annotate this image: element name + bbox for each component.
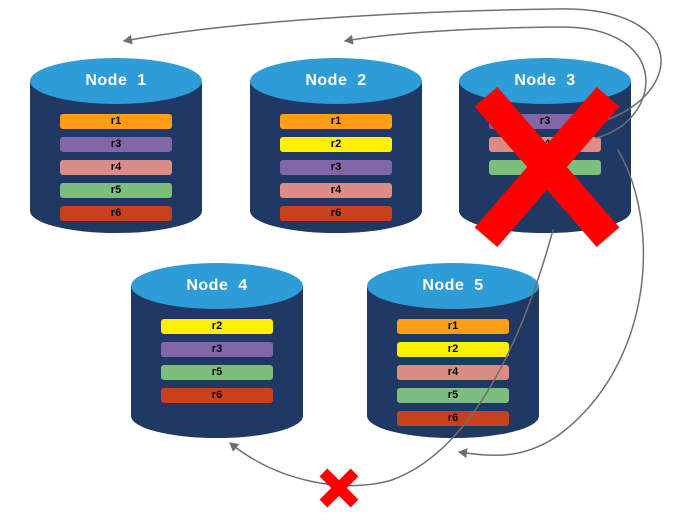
- replica-r6: r6: [280, 206, 392, 221]
- node-4-title: Node 4: [186, 277, 248, 294]
- replica-r3: r3: [161, 342, 273, 357]
- replica-r4: r4: [489, 137, 601, 152]
- replica-r6: r6: [397, 411, 509, 426]
- node-3-replica-list: r3 r4 r5: [489, 114, 601, 175]
- replica-r3: r3: [489, 114, 601, 129]
- replica-r3: r3: [280, 160, 392, 175]
- replica-r1: r1: [280, 114, 392, 129]
- node-4-cylinder-top: Node 4: [131, 263, 303, 309]
- node-5-replica-list: r1 r2 r4 r5 r6: [397, 319, 509, 426]
- replica-r5: r5: [60, 183, 172, 198]
- replica-r6: r6: [60, 206, 172, 221]
- replica-r4: r4: [397, 365, 509, 380]
- replica-r5: r5: [161, 365, 273, 380]
- node-3-cylinder-top: Node 3: [459, 58, 631, 104]
- x-bar: [319, 468, 359, 508]
- node-5: Node 5 r1 r2 r4 r5 r6: [367, 263, 539, 438]
- replica-r1: r1: [60, 114, 172, 129]
- node-1-title: Node 1: [85, 72, 147, 89]
- x-bar: [319, 468, 359, 508]
- node-2-cylinder-top: Node 2: [250, 58, 422, 104]
- node-2-title: Node 2: [305, 72, 367, 89]
- node-4-replica-list: r2 r3 r5 r6: [161, 319, 273, 403]
- node-1-cylinder-top: Node 1: [30, 58, 202, 104]
- replica-r2: r2: [161, 319, 273, 334]
- node-3: Node 3 r3 r4 r5: [459, 58, 631, 233]
- replica-r3: r3: [60, 137, 172, 152]
- replica-r2: r2: [397, 342, 509, 357]
- replica-r1: r1: [397, 319, 509, 334]
- node-5-cylinder-top: Node 5: [367, 263, 539, 309]
- arrow-failure-x-icon: [319, 468, 359, 508]
- replica-r5: r5: [397, 388, 509, 403]
- replica-r2: r2: [280, 137, 392, 152]
- node-2: Node 2 r1 r2 r3 r4 r6: [250, 58, 422, 233]
- node-2-replica-list: r1 r2 r3 r4 r6: [280, 114, 392, 221]
- node-1: Node 1 r1 r3 r4 r5 r6: [30, 58, 202, 233]
- node-4: Node 4 r2 r3 r5 r6: [131, 263, 303, 438]
- node-5-title: Node 5: [422, 277, 484, 294]
- replica-r4: r4: [280, 183, 392, 198]
- replica-r6: r6: [161, 388, 273, 403]
- replica-r4: r4: [60, 160, 172, 175]
- replica-r5: r5: [489, 160, 601, 175]
- node-1-replica-list: r1 r3 r4 r5 r6: [60, 114, 172, 221]
- node-3-title: Node 3: [514, 72, 576, 89]
